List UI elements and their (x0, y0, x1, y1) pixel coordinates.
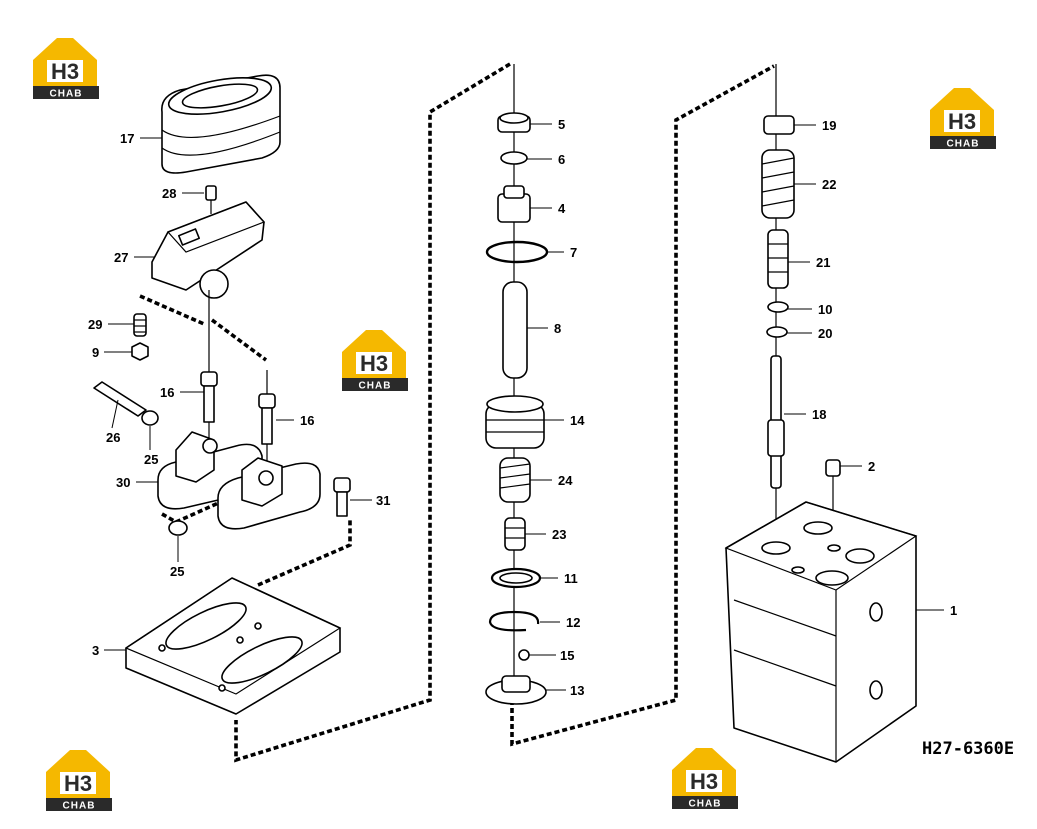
brand-logo-top-right (930, 88, 996, 150)
part-4-plug (497, 185, 531, 223)
callout-9: 9 (92, 345, 99, 360)
part-8-plunger (502, 281, 528, 379)
callout-11: 11 (564, 571, 578, 586)
callout-18: 18 (812, 407, 826, 422)
part-10-washer (767, 301, 789, 313)
part-11-washer (490, 567, 542, 589)
callout-21: 21 (816, 255, 830, 270)
brand-logo-top-left (33, 38, 99, 100)
callout-8: 8 (554, 321, 561, 336)
part-29-spring (133, 313, 147, 337)
leader-lines (104, 123, 944, 691)
brand-logo-bottom-left (46, 750, 112, 812)
part-24-spring (499, 457, 531, 503)
part-25-bushing-lower (168, 520, 188, 536)
part-25-bushing-upper (141, 410, 159, 426)
callout-1: 1 (950, 603, 957, 618)
callout-23: 23 (552, 527, 566, 542)
callout-12: 12 (566, 615, 580, 630)
callout-25-upper: 25 (144, 452, 158, 467)
callout-30: 30 (116, 475, 130, 490)
callout-31: 31 (376, 493, 390, 508)
part-16-bolt-right (258, 370, 276, 480)
callout-13: 13 (570, 683, 584, 698)
callout-16-left: 16 (160, 385, 174, 400)
part-16-bolt-left (200, 290, 218, 470)
part-28-set-screw (205, 185, 217, 214)
callout-4: 4 (558, 201, 566, 216)
callout-19: 19 (822, 118, 836, 133)
part-5-cap (497, 112, 531, 133)
callout-27: 27 (114, 250, 128, 265)
part-26-pin (93, 381, 147, 417)
callout-16-right: 16 (300, 413, 314, 428)
part-7-o-ring (485, 240, 549, 264)
callout-10: 10 (818, 302, 832, 317)
part-15-ball (518, 649, 530, 661)
part-18-spool (767, 355, 785, 489)
callout-3: 3 (92, 643, 99, 658)
callout-24: 24 (558, 473, 573, 488)
part-17-rubber-boot (161, 74, 281, 174)
drawing-code: H27-6360E (922, 739, 1014, 759)
callout-22: 22 (822, 177, 836, 192)
callout-7: 7 (570, 245, 577, 260)
callout-labels: 17 28 27 29 9 16 16 26 25 30 31 25 3 5 6… (88, 117, 957, 698)
callout-5: 5 (558, 117, 565, 132)
part-22-spring (761, 149, 795, 219)
part-12-snap-ring (488, 610, 540, 632)
callout-2: 2 (868, 459, 875, 474)
callout-29: 29 (88, 317, 102, 332)
part-27-lever-head (151, 201, 266, 299)
brand-logo-center (342, 330, 408, 392)
callout-25-lower: 25 (170, 564, 184, 579)
callout-26: 26 (106, 430, 120, 445)
part-14-spring-seat (485, 395, 545, 449)
part-1-valve-body (724, 501, 918, 763)
callout-14: 14 (570, 413, 585, 428)
part-3-base-plate (124, 577, 342, 715)
callout-15: 15 (560, 648, 574, 663)
callout-17: 17 (120, 131, 134, 146)
callout-6: 6 (558, 152, 565, 167)
part-30-pedal-base (157, 431, 321, 530)
part-31-bolt (333, 477, 351, 517)
callout-20: 20 (818, 326, 832, 341)
part-23-spring (504, 517, 526, 551)
part-9-nut (131, 342, 149, 361)
part-20-washer (766, 326, 788, 338)
part-6-seal (500, 151, 528, 165)
part-19-cap (763, 115, 795, 135)
part-13-retainer (485, 675, 547, 705)
callout-28: 28 (162, 186, 176, 201)
brand-logo-bottom-center (672, 748, 738, 810)
part-21-spring (767, 229, 789, 289)
